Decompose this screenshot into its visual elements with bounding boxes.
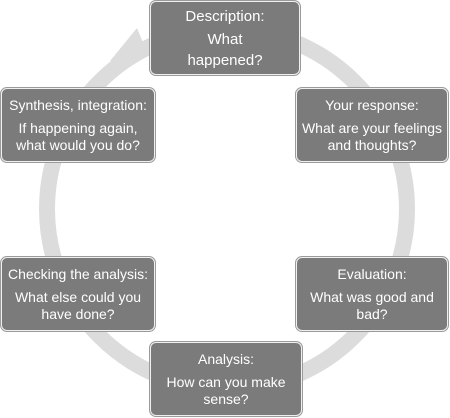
stage-description-title: Description: <box>185 7 265 25</box>
stage-analysis-line-2: sense? <box>203 390 249 407</box>
cycle-ring-circle <box>39 21 415 397</box>
cycle-arrowhead-icon <box>110 28 148 61</box>
stage-response-title: Your response: <box>325 96 419 113</box>
stage-evaluation-line-2: bad? <box>356 305 388 322</box>
stage-description-line-1: What <box>207 30 243 48</box>
stage-response-line-2: and thoughts? <box>327 136 417 153</box>
stage-description-line-2: happened? <box>187 51 263 69</box>
stage-checking-line-1: What else could you <box>14 288 142 305</box>
stage-synthesis-integration: Synthesis, integration: If happening aga… <box>1 88 155 162</box>
stage-synthesis-line-1: If happening again, <box>18 119 138 136</box>
stage-evaluation-line-1: What was good and <box>310 288 434 305</box>
stage-analysis-title: Analysis: <box>197 350 255 367</box>
stage-checking-line-2: have done? <box>41 305 115 322</box>
stage-checking-analysis: Checking the analysis: What else could y… <box>1 257 155 331</box>
stage-response-line-1: What are your feelings <box>301 119 443 136</box>
stage-checking-title: Checking the analysis: <box>7 265 149 282</box>
stage-synthesis-title: Synthesis, integration: <box>9 96 147 113</box>
stage-your-response: Your response: What are your feelings an… <box>296 88 448 162</box>
stage-analysis: Analysis: How can you make sense? <box>150 342 302 416</box>
stage-evaluation: Evaluation: What was good and bad? <box>296 257 448 331</box>
stage-evaluation-title: Evaluation: <box>337 265 407 282</box>
stage-analysis-line-1: How can you make <box>166 373 286 390</box>
stage-synthesis-line-2: what would you do? <box>16 136 140 153</box>
stage-description: Description: What happened? <box>150 1 300 75</box>
